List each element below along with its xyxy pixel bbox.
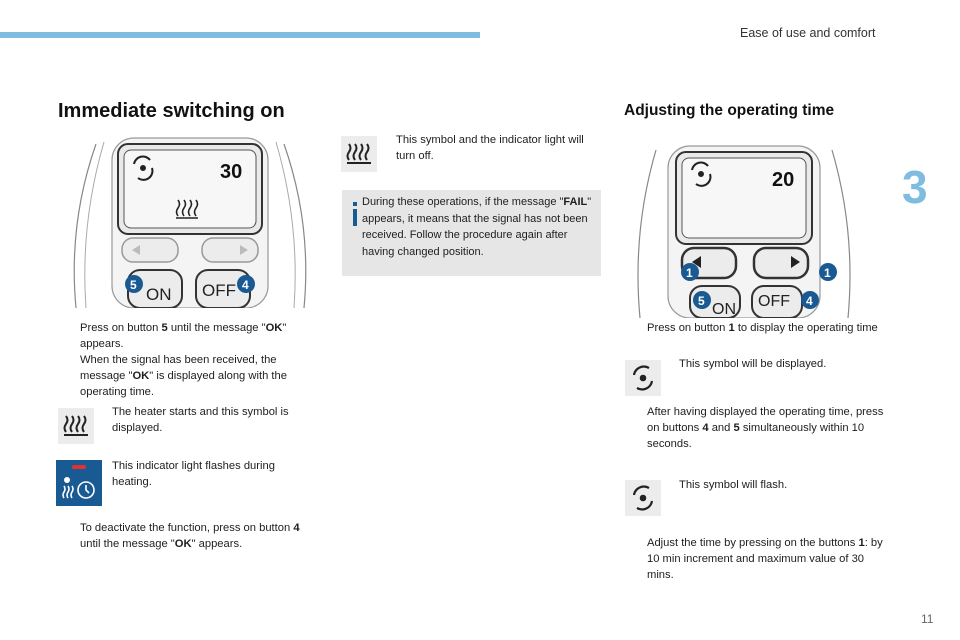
badge-button-4: 4 bbox=[242, 278, 249, 292]
remote-illustration-right: 20 ON OFF 1 1 5 4 bbox=[632, 142, 856, 318]
info-icon bbox=[350, 202, 360, 226]
step-press-buttons-4-5: After having displayed the operating tim… bbox=[647, 406, 884, 450]
info-text: During these operations, if the message … bbox=[362, 196, 592, 258]
heater-note: The heater starts and this symbol is dis… bbox=[112, 406, 289, 434]
header-bar bbox=[0, 32, 480, 38]
badge-button-1-left: 1 bbox=[686, 266, 693, 280]
step-press-button-1: Press on button 1 to display the operati… bbox=[647, 322, 878, 334]
remote-on-label: ON bbox=[712, 301, 736, 318]
badge-button-5: 5 bbox=[130, 278, 137, 292]
step-deactivate: To deactivate the function, press on but… bbox=[80, 522, 300, 550]
header-title: Ease of use and comfort bbox=[740, 26, 876, 40]
page-number: 11 bbox=[921, 612, 934, 626]
heater-symbol-icon bbox=[58, 408, 94, 444]
remote-on-label: ON bbox=[146, 285, 172, 304]
remote-off-label: OFF bbox=[758, 293, 790, 310]
step-press-button-5: Press on button 5 until the message "OK"… bbox=[80, 322, 287, 398]
heater-symbol-icon bbox=[341, 136, 377, 172]
remote-off-label: OFF bbox=[202, 281, 236, 300]
badge-button-4: 4 bbox=[806, 294, 813, 308]
operating-time-symbol-icon bbox=[625, 480, 661, 516]
section-title-immediate: Immediate switching on bbox=[58, 100, 285, 122]
heating-indicator-icon bbox=[56, 460, 102, 506]
symbol-off-note: This symbol and the indicator light will… bbox=[396, 134, 584, 162]
chapter-number: 3 bbox=[902, 161, 928, 213]
remote-illustration-left: 30 ON OFF 5 4 bbox=[66, 134, 314, 308]
flash-note: This symbol will flash. bbox=[679, 479, 788, 491]
section-title-adjust: Adjusting the operating time bbox=[624, 102, 835, 119]
badge-button-5: 5 bbox=[698, 294, 705, 308]
display-note: This symbol will be displayed. bbox=[679, 358, 827, 370]
step-adjust-time: Adjust the time by pressing on the butto… bbox=[647, 537, 883, 581]
remote-display-value: 20 bbox=[772, 169, 794, 191]
indicator-note: This indicator light flashes during heat… bbox=[112, 460, 275, 488]
operating-time-symbol-icon bbox=[625, 360, 661, 396]
badge-button-1-right: 1 bbox=[824, 266, 831, 280]
remote-display-value: 30 bbox=[220, 161, 242, 183]
info-box: During these operations, if the message … bbox=[342, 190, 601, 276]
